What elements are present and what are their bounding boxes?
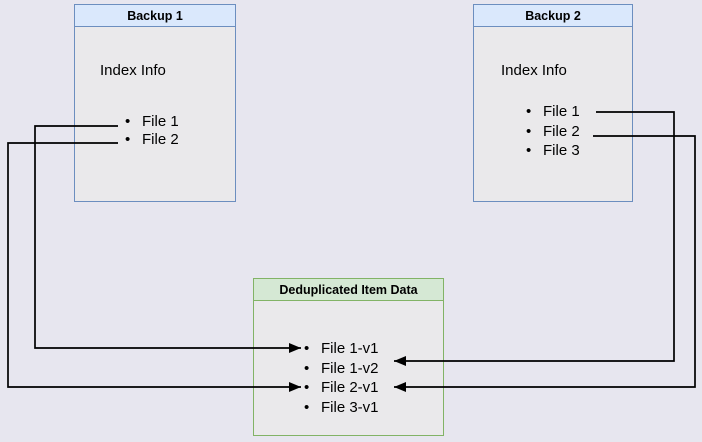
- backup1-title: Backup 1: [75, 5, 235, 27]
- backup1-index-info-label: Index Info: [100, 62, 166, 79]
- dedup-box: Deduplicated Item Data File 1-v1 File 1-…: [253, 278, 444, 436]
- backup1-file-list: File 1 File 2: [125, 113, 179, 150]
- backup2-file-list: File 1 File 2 File 3: [526, 102, 580, 161]
- list-item: File 1-v1: [304, 339, 379, 359]
- backup2-file3-label: File 3: [543, 142, 580, 159]
- backup2-file2-label: File 2: [543, 122, 580, 140]
- backup1-file1-label: File 1: [142, 113, 179, 130]
- list-item: File 1: [526, 102, 580, 122]
- backup2-file1-label: File 1: [543, 103, 580, 120]
- list-item: File 2: [526, 122, 580, 142]
- dedup-file-list: File 1-v1 File 1-v2 File 2-v1 File 3-v1: [304, 339, 379, 417]
- list-item: File 2-v1: [304, 378, 379, 398]
- backup2-title: Backup 2: [474, 5, 632, 27]
- list-item: File 3: [526, 141, 580, 161]
- backup1-file2-label: File 2: [142, 131, 179, 149]
- list-item: File 1-v2: [304, 359, 379, 379]
- list-item: File 2: [125, 131, 179, 150]
- backup1-box: Backup 1 Index Info File 1 File 2: [74, 4, 236, 202]
- list-item: File 1: [125, 113, 179, 132]
- backup2-box: Backup 2 Index Info File 1 File 2 File 3: [473, 4, 633, 202]
- dedup-title: Deduplicated Item Data: [254, 279, 443, 301]
- list-item: File 3-v1: [304, 398, 379, 418]
- backup2-index-info-label: Index Info: [501, 62, 567, 79]
- dedup-file2-v1-label: File 2-v1: [321, 379, 379, 396]
- dedup-file1-v1-label: File 1-v1: [321, 340, 379, 357]
- dedup-file1-v2-label: File 1-v2: [321, 359, 379, 377]
- dedup-file3-v1-label: File 3-v1: [321, 398, 379, 416]
